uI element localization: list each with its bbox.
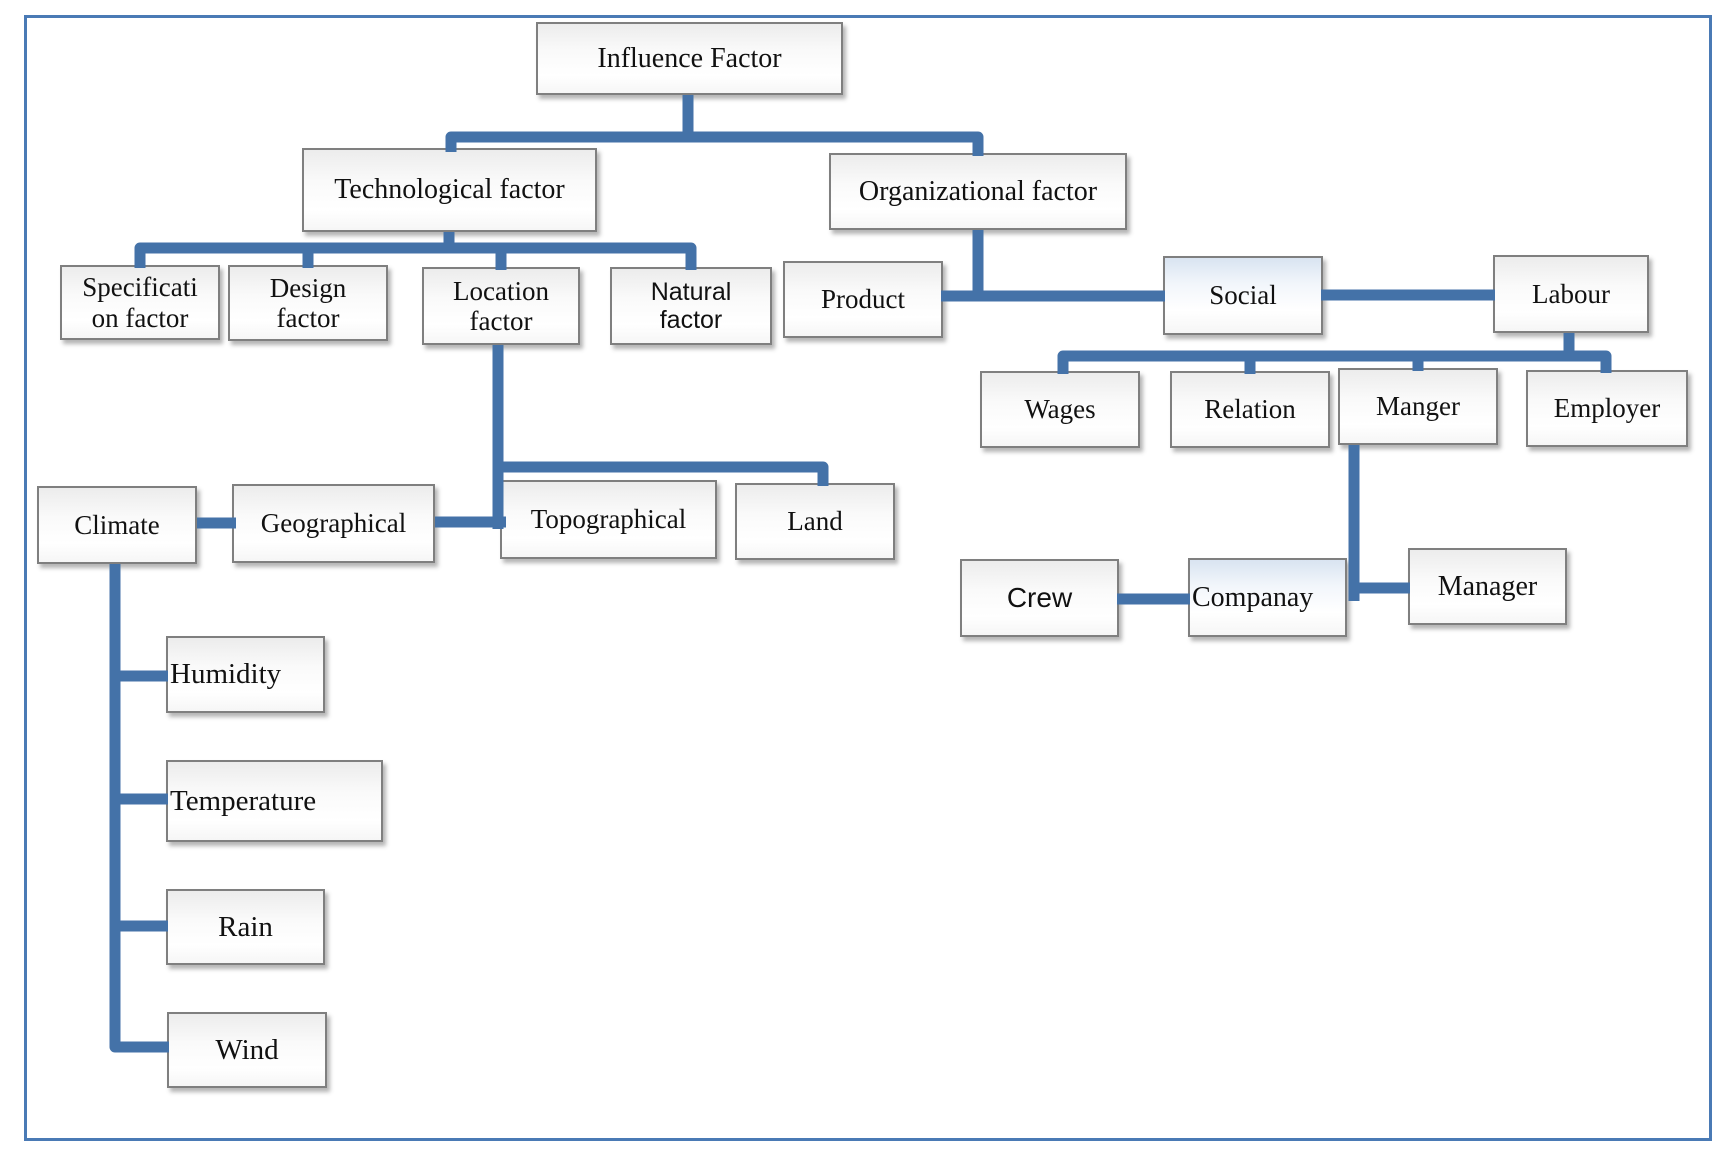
connector-land-branch (498, 461, 829, 486)
node-geographical: Geographical (232, 484, 435, 563)
node-labour: Labour (1493, 255, 1649, 333)
connector-technological-bar (134, 242, 697, 270)
node-organizational-factor: Organizational factor (829, 153, 1127, 230)
node-influence-factor: Influence Factor (536, 22, 843, 95)
node-natural-factor: Natural factor (610, 267, 772, 345)
node-employer: Employer (1526, 370, 1688, 447)
node-product: Product (783, 261, 943, 338)
page-border (24, 15, 1712, 1141)
node-manger: Manger (1338, 368, 1498, 445)
node-land: Land (735, 483, 895, 560)
node-specification-factor: Specificati on factor (60, 265, 220, 340)
node-relation: Relation (1170, 371, 1330, 448)
node-humidity: Humidity (166, 636, 325, 713)
node-wages: Wages (980, 371, 1140, 448)
node-topographical: Topographical (500, 480, 717, 559)
connector-labour-bar (1057, 350, 1612, 374)
connector-climate-vertical-wind (109, 564, 169, 1053)
node-rain: Rain (166, 889, 325, 965)
node-social: Social (1163, 256, 1323, 335)
node-crew: Crew (960, 559, 1119, 637)
node-manager: Manager (1408, 548, 1567, 625)
node-climate: Climate (37, 486, 197, 564)
node-location-factor: Location factor (422, 267, 580, 345)
node-temperature: Temperature (166, 760, 383, 842)
node-technological-factor: Technological factor (302, 148, 597, 232)
node-design-factor: Design factor (228, 265, 388, 341)
node-companay: Companay (1188, 558, 1347, 637)
connector-influence-bar (445, 131, 984, 156)
